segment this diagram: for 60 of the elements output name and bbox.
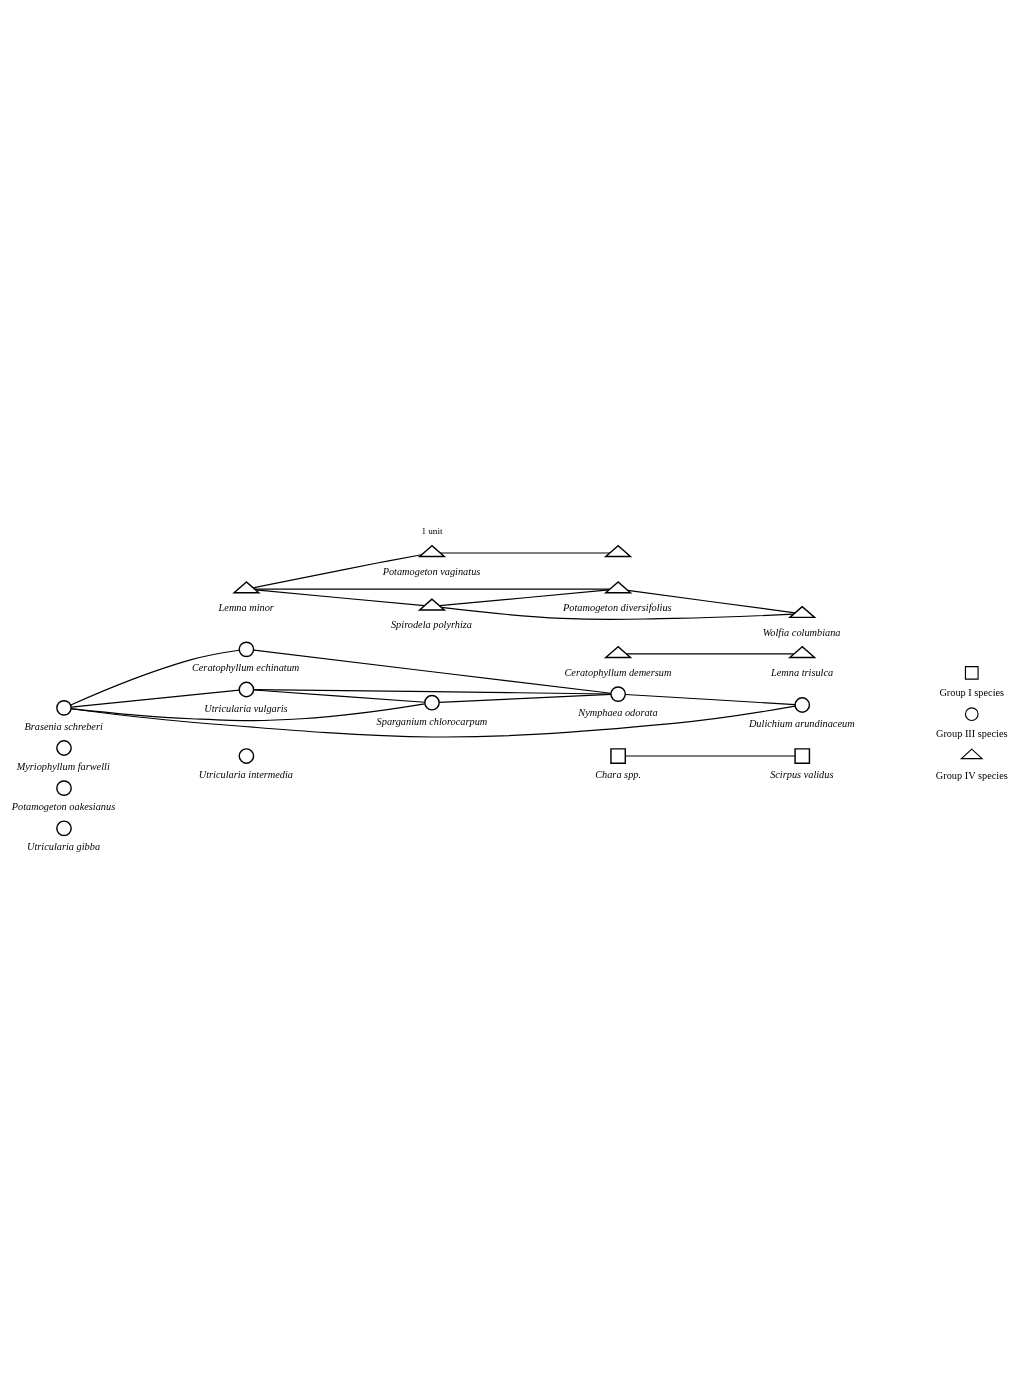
node-circle: [794, 696, 811, 713]
node-label: Chara spp.: [595, 768, 642, 780]
connector: [253, 688, 612, 695]
node-circle: [238, 681, 255, 697]
node-label: Utricularia vulgaris: [204, 702, 288, 714]
node-label: Scirpus validus: [770, 768, 834, 780]
node-label: Potamogeton oakesianus: [11, 800, 116, 812]
connector: [253, 649, 612, 694]
node-circle: [238, 747, 255, 764]
connector: [70, 705, 796, 738]
node-label: Utricularia intermedia: [198, 768, 294, 780]
connector: [255, 588, 425, 606]
node-triangle: [603, 580, 633, 593]
connector: [439, 551, 611, 554]
node-label: Lemna minor: [218, 601, 274, 613]
node-label: Nymphaea odorata: [578, 706, 658, 718]
node-label: Utricularia gibba: [27, 840, 101, 852]
node-label: Dulichium arundinaceum: [748, 717, 855, 729]
node-box: [610, 747, 626, 764]
node-label: Potamogeton diversifolius: [563, 601, 672, 613]
node-triangle: [788, 605, 817, 618]
node-circle: [238, 640, 255, 657]
connector: [624, 754, 796, 757]
connector: [440, 606, 795, 620]
legend-label: Group III species: [935, 727, 1008, 739]
node-label: Potamogeton vaginatus: [382, 565, 481, 577]
node-triangle: [788, 645, 817, 658]
node-circle: [610, 685, 626, 702]
node-triangle: [603, 544, 633, 557]
node-label: Myriophyllum farwelli: [16, 760, 110, 772]
connector: [252, 553, 423, 588]
node-circle: [424, 694, 440, 711]
node-triangle: [417, 597, 447, 611]
node-triangle: [417, 544, 447, 557]
node-circle: [56, 779, 72, 796]
node-circle: [56, 819, 72, 836]
connector: [627, 589, 796, 613]
connector: [254, 588, 611, 590]
legend-label: Group IV species: [935, 769, 1008, 781]
node-label: Sparganium chlorocarpum: [376, 715, 488, 727]
connector: [253, 688, 426, 703]
connector: [439, 588, 610, 606]
node-label: Lemna trisulca: [770, 666, 834, 678]
node-box: [794, 747, 811, 764]
node-label: Brasenia schreberi: [24, 720, 103, 732]
connector: [624, 693, 796, 705]
node-circle: [56, 699, 72, 716]
node-label: Ceratophyllum demersum: [564, 666, 672, 678]
node-triangle: [232, 580, 261, 593]
connector: [70, 649, 240, 706]
connector: [626, 652, 795, 654]
node-label: Ceratophyllum echinatum: [191, 661, 300, 673]
legend-label: Group I species: [939, 686, 1005, 698]
node-label: Spirodela polyrhiza: [390, 618, 473, 630]
node-triangle: [603, 645, 633, 658]
node-circle: [56, 739, 72, 756]
node-label: Wolfia columbiana: [762, 626, 841, 638]
connector: [438, 693, 612, 703]
label: 1 unit: [421, 525, 443, 536]
connector: [70, 689, 240, 708]
